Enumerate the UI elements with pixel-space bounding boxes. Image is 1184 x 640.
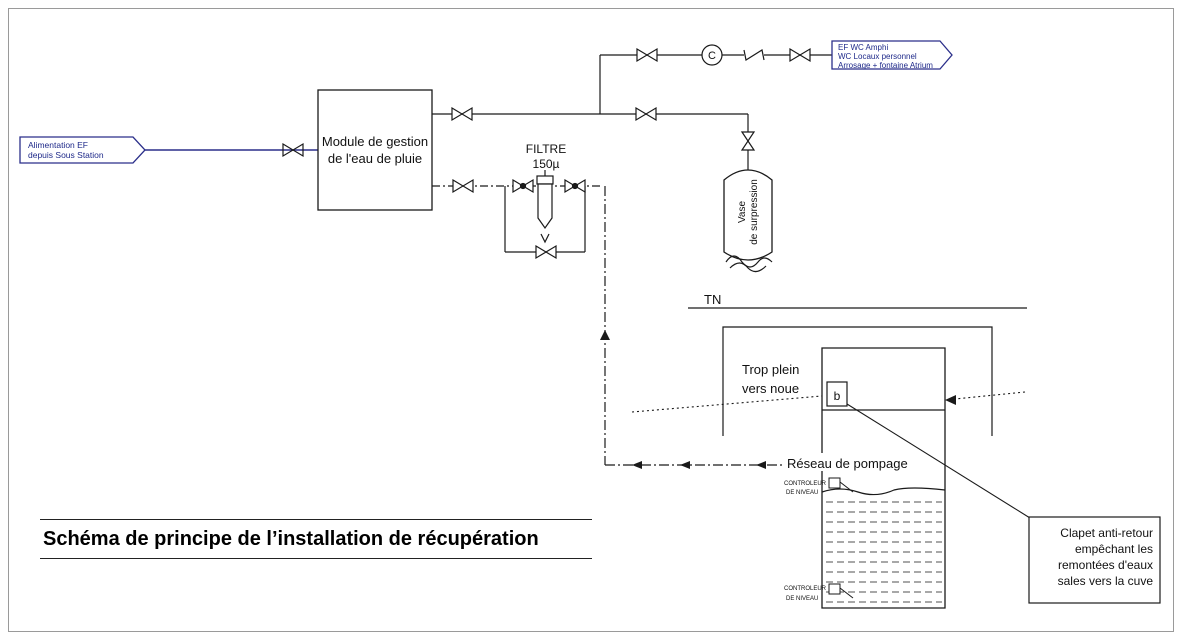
excavation-walls xyxy=(722,326,993,436)
overflow-slope xyxy=(631,395,823,413)
callout-label-1: Clapet anti-retour xyxy=(1060,526,1153,540)
level-controller-top: CONTROLEUR DE NIVEAU xyxy=(784,477,854,496)
check-valve-callout: Clapet anti-retour empêchant les remonté… xyxy=(1028,516,1161,604)
valve-module-outlet xyxy=(451,106,473,122)
supply-label-2: depuis Sous Station xyxy=(28,150,104,160)
outlet-label-1: EF WC Amphi xyxy=(838,43,888,52)
figure-frame xyxy=(8,8,1174,632)
water-meter-symbol: C xyxy=(708,50,716,62)
valve-filter-left xyxy=(512,178,534,194)
filter-body xyxy=(536,175,554,244)
level-ctrl-top-label-1: CONTROLEUR xyxy=(784,481,827,487)
module-label-2: de l'eau de pluie xyxy=(328,151,422,166)
module-label-1: Module de gestion xyxy=(322,134,428,149)
valve-outlet-2 xyxy=(789,47,811,63)
outlet-tag: EF WC Amphi WC Locaux personnel Arrosage… xyxy=(831,40,953,70)
vessel-label-1: Vase xyxy=(737,201,748,223)
level-ctrl-bottom-label-2: DE NIVEAU xyxy=(786,596,818,602)
pumping-label-backing xyxy=(784,453,916,471)
vessel-label-2: de surpression xyxy=(749,179,760,245)
callout-leader xyxy=(846,403,1031,519)
pumping-network-label: Réseau de pompage xyxy=(787,456,908,471)
filter-label-1: FILTRE xyxy=(526,142,566,156)
overflow-label-1: Trop plein xyxy=(742,362,799,377)
tank-check-valve: b xyxy=(826,381,848,407)
inflow-slope xyxy=(944,391,1026,405)
filter-label-2: 150µ xyxy=(533,157,560,171)
callout-label-4: sales vers la cuve xyxy=(1058,574,1154,588)
water-meter: C xyxy=(701,44,723,66)
rainwater-module: Module de gestion de l'eau de pluie xyxy=(317,89,433,211)
level-ctrl-bottom-label-1: CONTROLEUR xyxy=(784,586,827,592)
pressure-vessel: Vase de surpression xyxy=(723,169,773,273)
outlet-label-3: Arrosage + fontaine Atrium xyxy=(838,61,933,70)
callout-label-3: remontées d'eaux xyxy=(1058,558,1153,572)
water-volume xyxy=(821,487,946,603)
valve-filter-bypass xyxy=(535,244,557,260)
supply-tag: Alimentation EF depuis Sous Station xyxy=(19,136,146,164)
rainwater-tank xyxy=(821,347,946,609)
distribution-pipes xyxy=(432,54,832,170)
supply-label-1: Alimentation EF xyxy=(28,140,88,150)
ground-label: TN xyxy=(704,292,721,307)
overflow-label-2: vers noue xyxy=(742,381,799,396)
vessel-valve xyxy=(740,131,756,151)
valve-filter-inlet xyxy=(452,178,474,194)
check-valve-outlet xyxy=(743,49,765,61)
level-controller-bottom: CONTROLEUR DE NIVEAU xyxy=(784,583,854,602)
level-ctrl-top-label-2: DE NIVEAU xyxy=(786,490,818,496)
outlet-label-2: WC Locaux personnel xyxy=(838,52,917,61)
tank-check-valve-symbol: b xyxy=(834,389,841,403)
supply-valve xyxy=(282,142,304,158)
valve-filter-right xyxy=(564,178,586,194)
callout-label-2: empêchant les xyxy=(1075,542,1153,556)
figure-caption: Schéma de principe de l’installation de … xyxy=(40,519,592,559)
flow-arrows xyxy=(600,330,766,469)
valve-outlet-1 xyxy=(636,47,658,63)
valve-vessel-line xyxy=(635,106,657,122)
